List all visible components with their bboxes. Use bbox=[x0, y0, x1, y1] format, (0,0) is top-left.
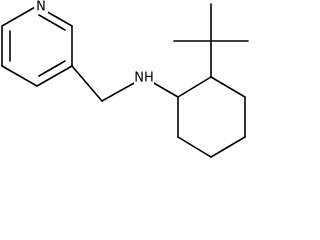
tert-butyl-group bbox=[173, 3, 249, 78]
structure-canvas: NH N bbox=[1, 0, 249, 158]
methylene-linker bbox=[71, 65, 179, 102]
bond-c5-c6 bbox=[177, 136, 212, 158]
pyridine-nitrogen-label: N bbox=[36, 0, 46, 15]
double-bond-c2-c3-inner bbox=[38, 14, 66, 31]
bond-c4-c5 bbox=[36, 65, 73, 87]
bond-ring-ch2 bbox=[71, 65, 103, 102]
cyclohexane-ring bbox=[177, 76, 246, 158]
double-bond-c4-c5-inner bbox=[38, 60, 66, 77]
bond-n1-c2 bbox=[1, 5, 38, 27]
amine-label: NH bbox=[134, 71, 154, 86]
bond-ch2-nh bbox=[101, 81, 137, 102]
amine-atom: NH bbox=[134, 71, 154, 90]
bond-c1-c2 bbox=[177, 76, 212, 98]
bond-c2-c3 bbox=[210, 76, 246, 98]
bond-nh-c1 bbox=[151, 81, 179, 98]
bond-c4-c5 bbox=[210, 136, 246, 158]
bond-c5-c6 bbox=[1, 65, 38, 87]
molecule-structure-diagram: NH N bbox=[1, 0, 249, 158]
pyridine-ring bbox=[1, 5, 73, 87]
pyridine-nitrogen-atom: N bbox=[34, 0, 48, 15]
